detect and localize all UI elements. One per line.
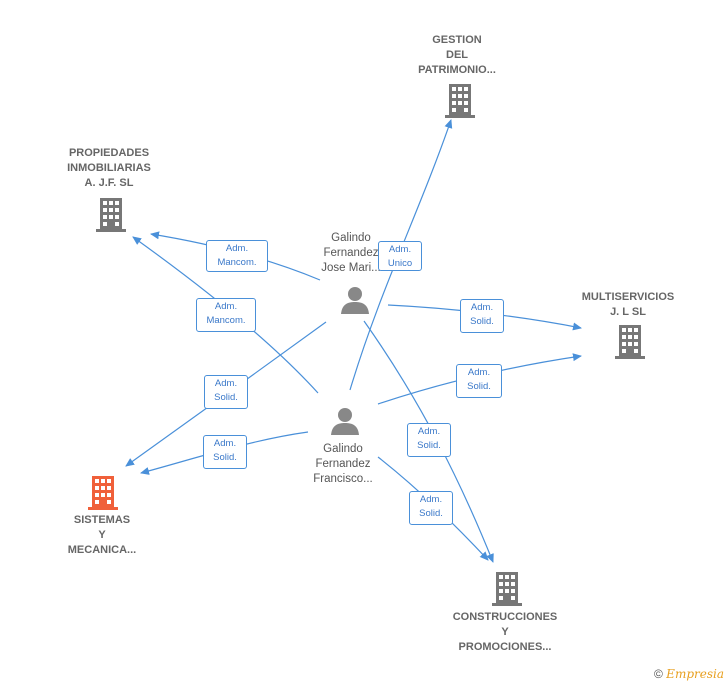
edge-label-adm-mancom: Adm. Mancom. bbox=[196, 298, 256, 332]
edge-label-adm-solid: Adm. Solid. bbox=[409, 491, 453, 525]
edge-label-adm-solid: Adm. Solid. bbox=[407, 423, 451, 457]
building-icon[interactable] bbox=[615, 325, 645, 359]
brand-logo: Empresia bbox=[666, 667, 724, 681]
edge-label-adm-solid: Adm. Solid. bbox=[204, 375, 248, 409]
building-icon[interactable] bbox=[96, 198, 126, 232]
brand-name: mpresia bbox=[674, 667, 724, 681]
footer-brand: © Empresia bbox=[654, 667, 724, 681]
edge-label-adm-unico: Adm. Unico bbox=[378, 241, 422, 271]
building-focus-icon[interactable] bbox=[88, 476, 118, 510]
person-icon[interactable] bbox=[340, 285, 370, 315]
copyright-symbol: © bbox=[653, 667, 663, 681]
company-label-construcciones[interactable]: CONSTRUCCIONES Y PROMOCIONES... bbox=[452, 611, 558, 653]
edge-label-adm-solid: Adm. Solid. bbox=[456, 364, 502, 398]
company-label-propiedades[interactable]: PROPIEDADES INMOBILIARIAS A. J.F. SL bbox=[67, 147, 151, 189]
brand-initial: E bbox=[666, 667, 675, 681]
person-icon[interactable] bbox=[330, 406, 360, 436]
edge-label-adm-solid: Adm. Solid. bbox=[460, 299, 504, 333]
company-label-gestion[interactable]: GESTION DEL PATRIMONIO... bbox=[418, 34, 496, 76]
company-label-multiservicios[interactable]: MULTISERVICIOS J. L SL bbox=[581, 291, 675, 318]
edge-label-adm-mancom: Adm. Mancom. bbox=[206, 240, 268, 272]
building-icon[interactable] bbox=[492, 572, 522, 606]
building-icon[interactable] bbox=[445, 84, 475, 118]
person-label-francisco[interactable]: Galindo Fernandez Francisco... bbox=[313, 443, 373, 485]
company-label-sistemas[interactable]: SISTEMAS Y MECANICA... bbox=[67, 514, 137, 556]
edge-label-adm-solid: Adm. Solid. bbox=[203, 435, 247, 469]
person-label-jose[interactable]: Galindo Fernandez Jose Mari... bbox=[321, 232, 381, 274]
